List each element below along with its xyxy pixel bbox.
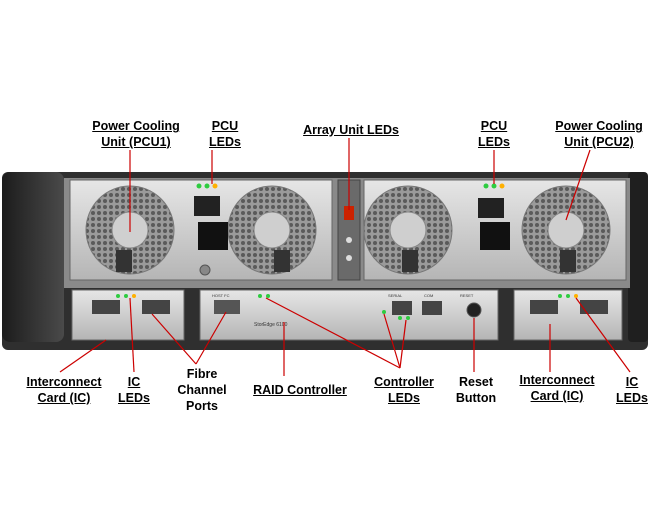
ic-led-icon <box>132 294 136 298</box>
pcu1-module <box>69 179 333 281</box>
pcu-led-icon <box>491 183 497 189</box>
controller-led-icon <box>266 294 270 298</box>
serial-marking: SERIAL <box>388 293 403 298</box>
left-handle <box>2 172 64 342</box>
pcu-led-icon <box>204 183 210 189</box>
interconnect-card-right <box>513 289 623 341</box>
raid-controller-module: HOST FC StorEdge 6100 SERIAL COM RESET <box>199 289 499 341</box>
power-switch <box>194 196 220 216</box>
latch-icon <box>116 250 132 272</box>
leader-lines <box>59 138 631 376</box>
leader-line <box>129 297 135 373</box>
leader-line <box>265 297 401 369</box>
ic-led-icon <box>124 294 128 298</box>
controller-led-icon <box>382 310 386 314</box>
pcu-led-icon <box>196 183 202 189</box>
power-inlet <box>198 222 228 250</box>
power-switch <box>478 198 504 218</box>
com-port-icon <box>422 301 442 315</box>
label-raid-controller: RAID Controller <box>253 383 347 397</box>
pcu2-module <box>363 179 627 281</box>
reset-marking: RESET <box>460 293 474 298</box>
ic-led-icon <box>558 294 562 298</box>
fc-port-icon <box>92 300 120 314</box>
latch-icon <box>560 250 576 272</box>
leader-line <box>565 149 591 221</box>
leader-line <box>383 313 401 369</box>
fc-port-icon <box>214 300 240 314</box>
fc-port-icon <box>530 300 558 314</box>
leader-line <box>575 297 631 373</box>
leader-line <box>59 339 107 373</box>
power-inlet <box>480 222 510 250</box>
pcu-led-icon <box>499 183 505 189</box>
latch-icon <box>402 250 418 272</box>
pcu-led-icon <box>483 183 489 189</box>
fc-port-icon <box>580 300 608 314</box>
array-unit-led-strip <box>337 179 361 281</box>
label-array-unit-leds: Array Unit LEDs <box>303 123 399 137</box>
controller-led-icon <box>258 294 262 298</box>
right-handle <box>628 172 648 342</box>
serial-port-icon <box>392 301 412 315</box>
ic-led-icon <box>566 294 570 298</box>
leader-line <box>195 311 227 365</box>
controller-led-icon <box>406 316 410 320</box>
reset-button-icon <box>466 302 482 318</box>
com-marking: COM <box>424 293 433 298</box>
latch-icon <box>274 250 290 272</box>
fc-port-icon <box>142 300 170 314</box>
pcu-led-icon <box>212 183 218 189</box>
leader-line <box>151 313 197 365</box>
interconnect-card-left <box>71 289 185 341</box>
host-fc-marking: HOST FC <box>212 293 230 298</box>
ic-led-icon <box>574 294 578 298</box>
leader-line <box>399 319 407 369</box>
ic-led-icon <box>116 294 120 298</box>
controller-led-icon <box>398 316 402 320</box>
array-led-icon <box>344 206 354 220</box>
controller-brand-marking: StorEdge 6100 <box>254 322 288 328</box>
